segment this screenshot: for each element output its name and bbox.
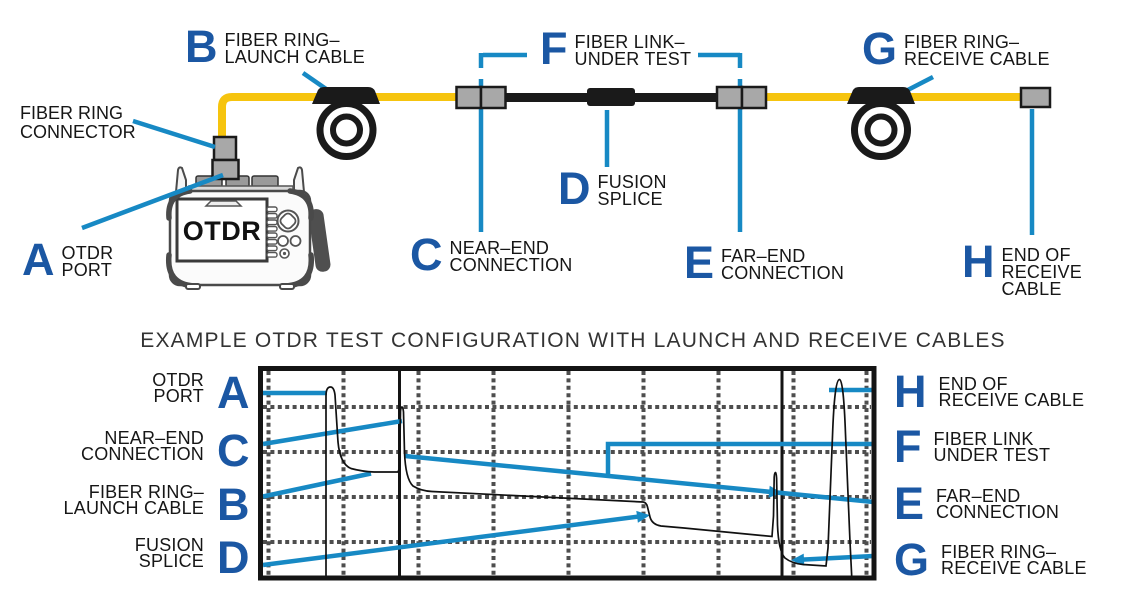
trace-label-a-otdr-port: OTDR PORT A <box>54 367 250 418</box>
label-h-text: END OF RECEIVE CABLE <box>1001 245 1082 299</box>
trace-label-h-end-of-cable: H END OF RECEIVE CABLE <box>894 366 1085 417</box>
trace-label-e-letter: E <box>894 478 925 529</box>
far-end-line <box>404 453 874 505</box>
trace-label-c-letter: C <box>217 425 250 476</box>
otdr-trace <box>325 378 853 579</box>
label-a-letter: A <box>22 234 55 285</box>
label-d-fusion-splice: D FUSION SPLICE <box>558 163 667 214</box>
trace-label-e-text: FAR–END CONNECTION <box>936 486 1060 522</box>
label-e-text: FAR–END CONNECTION <box>721 246 845 283</box>
receive-fiber-ring <box>847 87 915 160</box>
side-buttons <box>266 206 278 258</box>
round-button <box>277 235 289 247</box>
fiber-ring-connector-blocks <box>211 135 240 181</box>
label-f-fiber-link: F FIBER LINK– UNDER TEST <box>540 23 692 74</box>
trace-label-d-text: FUSION SPLICE <box>134 535 204 571</box>
label-c-near-end: C NEAR–END CONNECTION <box>410 229 573 280</box>
trace-label-c-near-end: NEAR–END CONNECTION C <box>54 425 250 476</box>
launch-receive-cable <box>218 93 1032 140</box>
section-divider-lines <box>398 366 784 579</box>
trace-label-g-receive-cable: G FIBER RING– RECEIVE CABLE <box>894 534 1087 585</box>
trace-label-b-text: FIBER RING– LAUNCH CABLE <box>63 482 204 518</box>
label-a-text: OTDR PORT <box>61 243 114 280</box>
label-h-letter: H <box>962 236 995 287</box>
fusion-splice-bulge <box>587 88 635 106</box>
trace-label-f-fiber-link: F FIBER LINK UNDER TEST <box>894 421 1051 472</box>
trace-label-b-launch-cable: FIBER RING– LAUNCH CABLE B <box>54 479 250 530</box>
graph-callout-lines <box>262 387 874 568</box>
foot <box>185 283 201 290</box>
trace-label-d-letter: D <box>217 532 250 583</box>
far-end-connector <box>715 85 768 110</box>
trace-label-f-letter: F <box>894 421 922 472</box>
dotted-grid <box>263 371 871 576</box>
trace-label-b-letter: B <box>217 479 250 530</box>
receive-cable-line <box>794 553 874 563</box>
label-b-launch-cable: B FIBER RING– LAUNCH CABLE <box>185 21 365 72</box>
label-a-otdr-port: A OTDR PORT <box>22 234 114 285</box>
label-g-letter: G <box>862 23 898 74</box>
near-end-connector <box>455 85 507 110</box>
callout-arrowheads <box>636 485 805 566</box>
label-d-letter: D <box>558 163 591 214</box>
device-callout-lines <box>81 118 224 231</box>
label-h-end-of-cable: H END OF RECEIVE CABLE <box>962 236 1146 299</box>
label-c-text: NEAR–END CONNECTION <box>449 238 573 275</box>
trace-label-h-letter: H <box>894 366 927 417</box>
foot <box>279 283 295 290</box>
launch-cable-line <box>262 471 372 499</box>
label-e-letter: E <box>684 237 715 288</box>
power-dot <box>282 251 287 256</box>
left-fin <box>174 166 187 193</box>
trace-label-h-text: END OF RECEIVE CABLE <box>938 374 1085 410</box>
trace-label-c-text: NEAR–END CONNECTION <box>81 428 204 464</box>
trace-label-a-text: OTDR PORT <box>152 370 204 406</box>
otdr-port-callout-line <box>81 172 224 231</box>
label-f-letter: F <box>540 23 568 74</box>
diagram-title: EXAMPLE OTDR TEST CONFIGURATION WITH LAU… <box>140 329 1006 352</box>
label-d-text: FUSION SPLICE <box>597 172 667 209</box>
trace-label-g-text: FIBER RING– RECEIVE CABLE <box>941 542 1087 578</box>
trace-label-e-far-end: E FAR–END CONNECTION <box>894 478 1060 529</box>
launch-fiber-ring <box>312 87 380 160</box>
trace-label-d-fusion-splice: FUSION SPLICE D <box>54 532 250 583</box>
label-b-letter: B <box>185 21 218 72</box>
label-c-letter: C <box>410 229 443 280</box>
side-strap <box>308 209 331 272</box>
connector-callout-line <box>132 118 216 150</box>
graph-border <box>258 366 877 581</box>
near-end-line <box>262 418 403 447</box>
otdr-device <box>165 166 331 290</box>
label-g-receive-cable: G FIBER RING– RECEIVE CABLE <box>862 23 1050 74</box>
otdr-screen-text: OTDR <box>182 216 262 246</box>
right-fin <box>293 166 306 193</box>
fiber-link-cable <box>503 88 718 106</box>
dpad <box>276 209 300 233</box>
end-of-receive-cable-connector <box>1019 86 1052 109</box>
trace-label-a-letter: A <box>217 367 250 418</box>
fiber-ring-connector-label: FIBER RING CONNECTOR <box>20 103 136 142</box>
round-button <box>289 235 302 247</box>
label-b-text: FIBER RING– LAUNCH CABLE <box>224 30 365 67</box>
label-f-text: FIBER LINK– UNDER TEST <box>574 32 692 69</box>
top-callout-lines <box>301 52 1035 235</box>
trace-label-f-text: FIBER LINK UNDER TEST <box>933 429 1051 465</box>
trace-graph <box>258 366 877 581</box>
label-g-text: FIBER RING– RECEIVE CABLE <box>904 32 1050 69</box>
trace-label-g-letter: G <box>894 534 930 585</box>
fiber-link-line <box>605 441 874 477</box>
label-e-far-end: E FAR–END CONNECTION <box>684 237 845 288</box>
speaker-grill <box>204 200 243 207</box>
